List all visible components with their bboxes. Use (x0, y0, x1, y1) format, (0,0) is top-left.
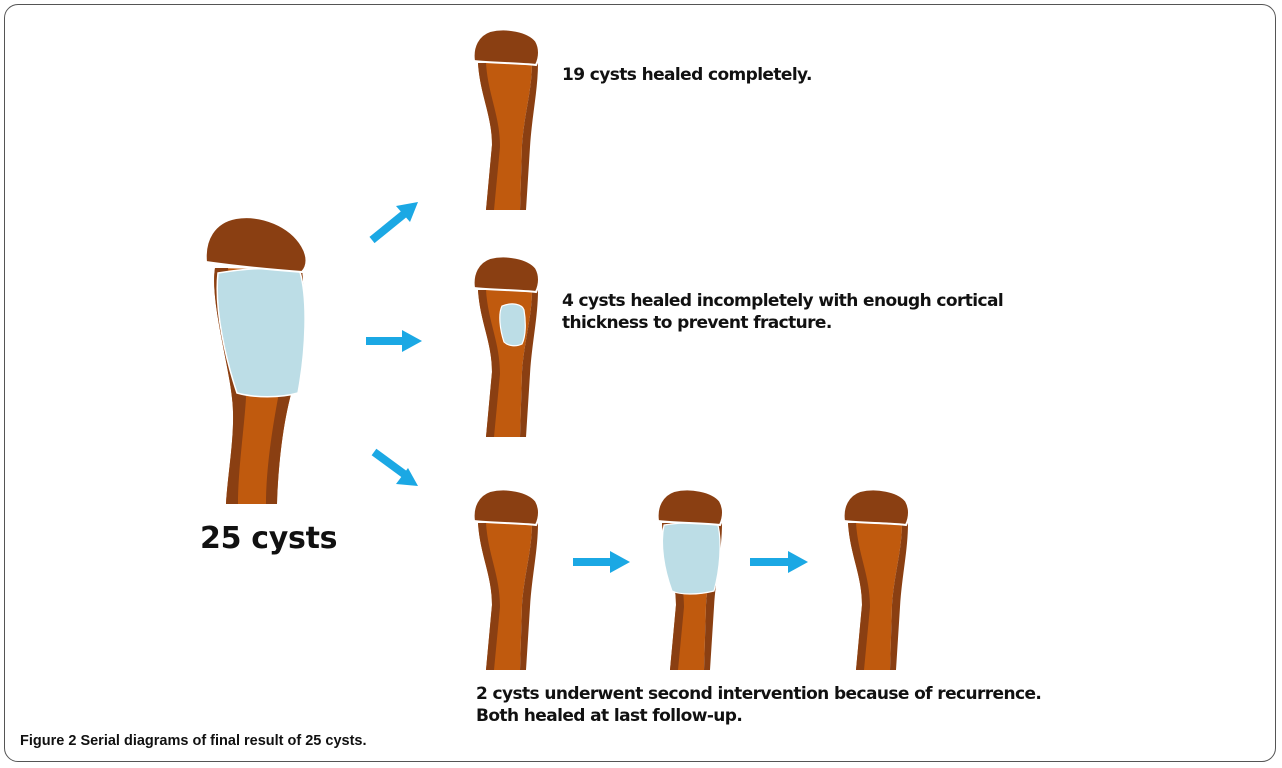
bone-initial (206, 217, 307, 504)
outcome-recurrence-line-1: 2 cysts underwent second intervention be… (476, 683, 1041, 705)
caption-text: Serial diagrams of final result of 25 cy… (80, 733, 366, 749)
bone-outcome-healed (474, 29, 539, 210)
bone-outcome-incomplete (474, 256, 539, 437)
outcome-incomplete-line-2: thickness to prevent fracture. (562, 312, 1003, 334)
bone-outcome-recurrence-cyst (658, 489, 723, 670)
outcome-recurrence-line-2: Both healed at last follow-up. (476, 705, 1041, 727)
cyst-recurrent (662, 523, 720, 594)
arrow-sequence-2 (750, 551, 808, 573)
outcome-healed-label: 19 cysts healed completely. (562, 64, 812, 86)
outcome-healed-line-1: 19 cysts healed completely. (562, 64, 812, 86)
epiphysis-initial (206, 217, 307, 272)
outcome-recurrence-label: 2 cysts underwent second intervention be… (476, 683, 1041, 727)
outcome-incomplete-line-1: 4 cysts healed incompletely with enough … (562, 290, 1003, 312)
bone-outcome-recurrence-initial (474, 489, 539, 670)
arrow-sequence-1 (573, 551, 630, 573)
arrow-right (366, 330, 422, 352)
arrow-down-right (374, 452, 418, 486)
bone-outcome-recurrence-healed (844, 489, 909, 670)
cyst-residual (500, 304, 525, 346)
caption-number: Figure 2 (20, 733, 76, 749)
outcome-incomplete-label: 4 cysts healed incompletely with enough … (562, 290, 1003, 334)
arrow-up-right (372, 202, 418, 240)
total-cysts-label: 25 cysts (200, 521, 337, 557)
figure-caption: Figure 2 Serial diagrams of final result… (20, 733, 367, 749)
